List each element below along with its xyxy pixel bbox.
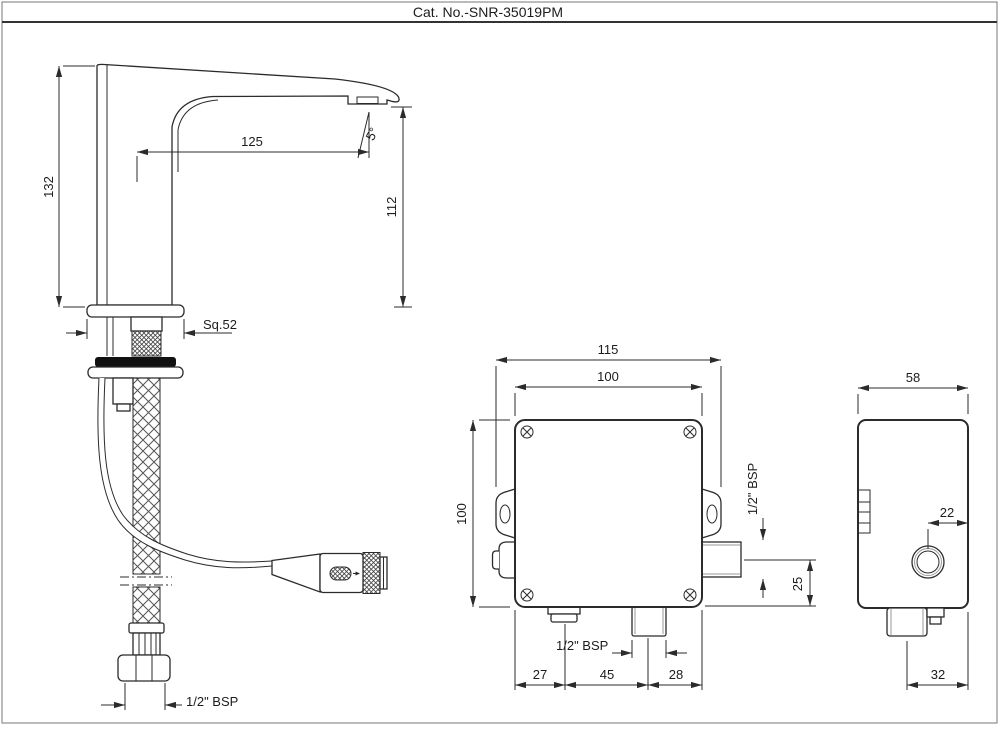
faucet-side-view: 132 125 5° 112 Sq.52 1/2" BSP [41,63,412,710]
dim-label-58: 58 [906,370,920,385]
dim-label-45: 45 [600,667,614,682]
dim-label-sq52: Sq.52 [203,317,237,332]
tab-slot-right [706,504,718,524]
connector-arrow-glyph [355,571,360,576]
cable-line-1 [97,377,273,569]
screw-bottom-left [520,588,534,602]
dim-label-bottom-bsp: 1/2" BSP [556,638,608,653]
dim-spout-height: 112 [384,106,412,308]
dim-outlet-offset: 22 [927,505,968,549]
dim-label-100-top: 100 [597,369,619,384]
dim-bottom-outlet-thread: 1/2" BSP [556,638,687,658]
cable-knockout [97,377,273,569]
dim-bottom-chain: 27 45 28 [514,610,703,690]
hose-fitting-top [130,316,163,332]
control-box-front-view: 115 100 100 1/2" BSP 25 [454,342,816,690]
dim-label-side-bsp: 1/2" BSP [745,463,760,515]
side-view-small-stub [926,607,945,618]
mounting-stud [112,377,134,405]
dim-label-112: 112 [384,197,399,218]
side-outlet [701,541,742,578]
dim-label-22: 22 [940,505,954,520]
dim-box-overall-width: 115 [495,342,722,487]
dim-label-28: 28 [669,667,683,682]
connector-cone [271,553,321,593]
connector-label-oval [329,566,352,581]
rubber-gasket [95,357,176,367]
cable-gland [498,541,515,579]
control-box-side-view: 58 22 32 [857,370,969,690]
corner-screws [520,425,697,602]
dim-label-27: 27 [533,667,547,682]
hose-nut-facets [135,655,153,681]
connector-knurled-ring [362,552,381,594]
cable-line-2 [103,377,273,563]
screw-top-left [520,425,534,439]
tab-slot-left [499,504,511,524]
hose-break-lines [120,576,172,586]
catalog-number-title: Cat. No.-SNR-35019PM [413,4,563,20]
dim-spout-reach: 125 5° [136,111,382,182]
screw-bottom-right [683,588,697,602]
dim-faucet-height: 132 [41,65,95,308]
side-view-bottom-connector [886,607,945,637]
dim-label-125: 125 [241,134,263,149]
mounting-stud-tip [116,403,131,412]
hose-fitting-knurl [131,330,162,357]
dim-side-outlet-offset: 25 [705,559,816,607]
dim-side-outlet-thread: 1/2" BSP [745,463,767,598]
control-box-body [514,419,703,608]
mounting-washer [87,366,184,379]
dim-label-32: 32 [931,667,945,682]
side-view-small-stub-tip [929,616,942,625]
dim-box-width: 100 [514,369,703,416]
dim-label-100-left: 100 [454,503,469,525]
dim-hose-thread: 1/2" BSP [101,683,238,710]
dim-label-hose-bsp: 1/2" BSP [186,694,238,709]
shank-lines [106,317,114,356]
dim-connector-offset: 32 [906,612,969,690]
faucet-outline [96,63,400,306]
base-flange [86,304,185,318]
hose-lower [132,586,161,624]
bottom-connector-collar [550,613,578,623]
bottom-outlet [631,606,667,637]
hose-collar [128,622,165,634]
dim-label-5deg: 5° [362,125,381,143]
bottom-connector-stub [547,606,581,615]
mounting-tab-left [495,488,516,539]
sensor-cable [97,377,388,594]
side-view-tab-edge [857,489,871,534]
aerator [356,96,379,104]
dim-base-square: Sq.52 [66,317,237,339]
side-outlet-end-view [911,545,945,579]
hose-thread-lines [138,633,157,655]
cable-gland-tip [491,550,499,570]
dim-label-25: 25 [790,577,805,591]
dim-box-depth: 58 [857,370,969,414]
dim-label-132: 132 [41,176,56,198]
screw-top-right [683,425,697,439]
dim-box-height: 100 [454,419,510,608]
spout-bend-inner-line [177,99,219,172]
hose-nut [117,654,171,682]
dim-label-115: 115 [598,342,619,357]
mounting-tab-right [701,488,722,539]
